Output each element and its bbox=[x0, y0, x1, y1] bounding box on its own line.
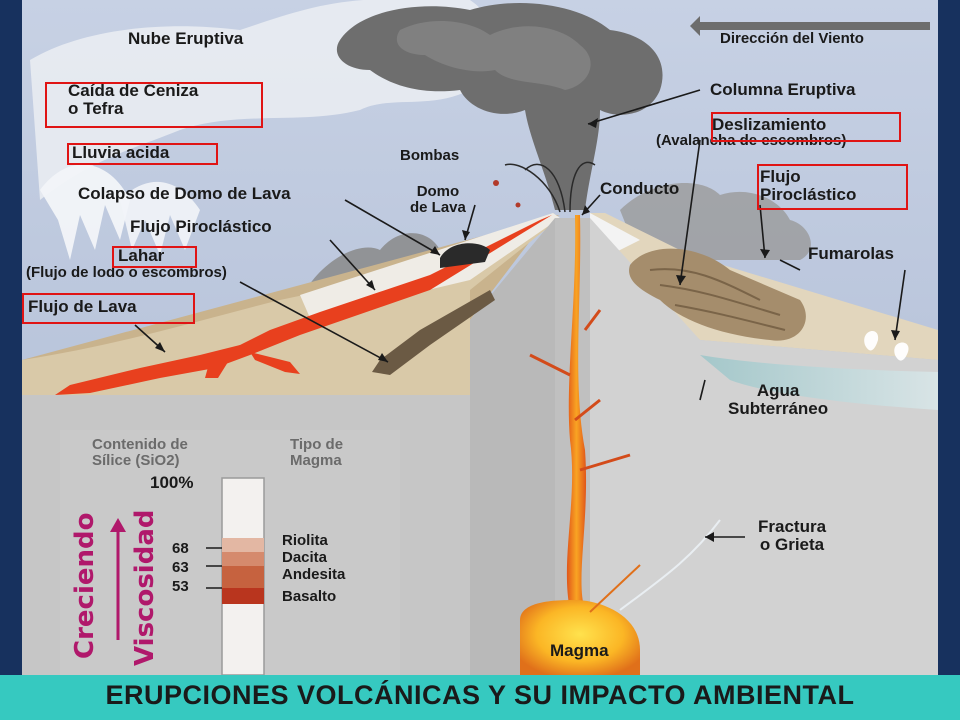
silica-header: Contenido de Sílice (SiO2) bbox=[92, 436, 188, 469]
magma-dacita: Dacita bbox=[282, 549, 328, 566]
footer-bar bbox=[0, 675, 960, 720]
volcanic-bombs bbox=[493, 180, 521, 208]
band-basalto bbox=[222, 588, 264, 604]
annotation-arrowheads bbox=[155, 118, 900, 542]
highlight-flujo-lava bbox=[22, 293, 195, 324]
label-columna-eruptiva: Columna Eruptiva bbox=[710, 80, 856, 99]
magma-type-header: Tipo de Magma bbox=[290, 436, 344, 469]
label-caida-ceniza: Caída de Ceniza o Tefra bbox=[68, 81, 199, 118]
magma-andesita: Andesita bbox=[282, 566, 346, 583]
magma-riolita: Riolita bbox=[282, 532, 328, 549]
silica-chart-panel bbox=[60, 430, 400, 676]
silica-tick-53: 53 bbox=[172, 578, 189, 595]
label-deslizamiento: Deslizamiento bbox=[712, 115, 827, 134]
magma-system bbox=[520, 215, 641, 676]
label-conducto: Conducto bbox=[600, 179, 680, 198]
highlight-deslizamiento bbox=[711, 112, 901, 142]
label-flujo-piroclastico-left: Flujo Piroclástico bbox=[130, 217, 272, 236]
bomb-trajectories bbox=[504, 161, 596, 213]
lava-dome bbox=[440, 243, 490, 268]
label-direccion-viento: Dirección del Viento bbox=[720, 30, 864, 47]
label-lahar-desc: (Flujo de lodo o escombros) bbox=[26, 264, 227, 281]
label-flujo-piroclastico-right: Flujo Piroclástico bbox=[760, 167, 857, 204]
highlight-lahar bbox=[112, 246, 197, 268]
debris-avalanche bbox=[629, 248, 806, 341]
label-nube-eruptiva: Nube Eruptiva bbox=[128, 29, 244, 48]
label-creciendo: Creciendo bbox=[70, 512, 100, 659]
fracture-line bbox=[619, 519, 721, 611]
silica-tick-63: 63 bbox=[172, 559, 189, 576]
page-title: ERUPCIONES VOLCÁNICAS Y SU IMPACTO AMBIE… bbox=[105, 680, 855, 710]
fumarole-plumes bbox=[864, 330, 909, 361]
viscosity-arrow-head bbox=[110, 518, 126, 532]
wind-arrow-shaft bbox=[700, 22, 930, 30]
eruption-column bbox=[336, 2, 663, 210]
lava-flows bbox=[55, 215, 552, 395]
label-colapso-domo: Colapso de Domo de Lava bbox=[78, 184, 291, 203]
label-magma: Magma bbox=[550, 641, 609, 660]
label-avalancha: (Avalancha de escombros) bbox=[656, 132, 847, 149]
label-fumarolas: Fumarolas bbox=[808, 244, 894, 263]
label-fractura: Fractura o Grieta bbox=[758, 517, 827, 554]
silica-tick-68: 68 bbox=[172, 540, 189, 557]
highlight-flujo-piroclastico bbox=[757, 164, 908, 210]
annotation-arrows bbox=[134, 89, 906, 538]
label-lluvia-acida: Lluvia acida bbox=[72, 143, 170, 162]
label-lahar: Lahar bbox=[118, 246, 165, 265]
label-domo-lava: Domo de Lava bbox=[410, 183, 466, 216]
highlight-lluvia-acida bbox=[67, 143, 218, 165]
highlight-caida-ceniza bbox=[45, 82, 263, 128]
magma-basalto: Basalto bbox=[282, 588, 337, 605]
band-riolita bbox=[222, 538, 264, 552]
band-andesita bbox=[222, 566, 264, 588]
label-bombas: Bombas bbox=[400, 147, 460, 164]
label-viscosidad: Viscosidad bbox=[130, 509, 160, 666]
label-flujo-lava: Flujo de Lava bbox=[28, 297, 137, 316]
label-agua-subterranea: Agua Subterráneo bbox=[728, 381, 829, 418]
band-dacita bbox=[222, 552, 264, 566]
wind-arrow-head bbox=[690, 16, 700, 36]
silica-percent-top: 100% bbox=[150, 473, 194, 492]
